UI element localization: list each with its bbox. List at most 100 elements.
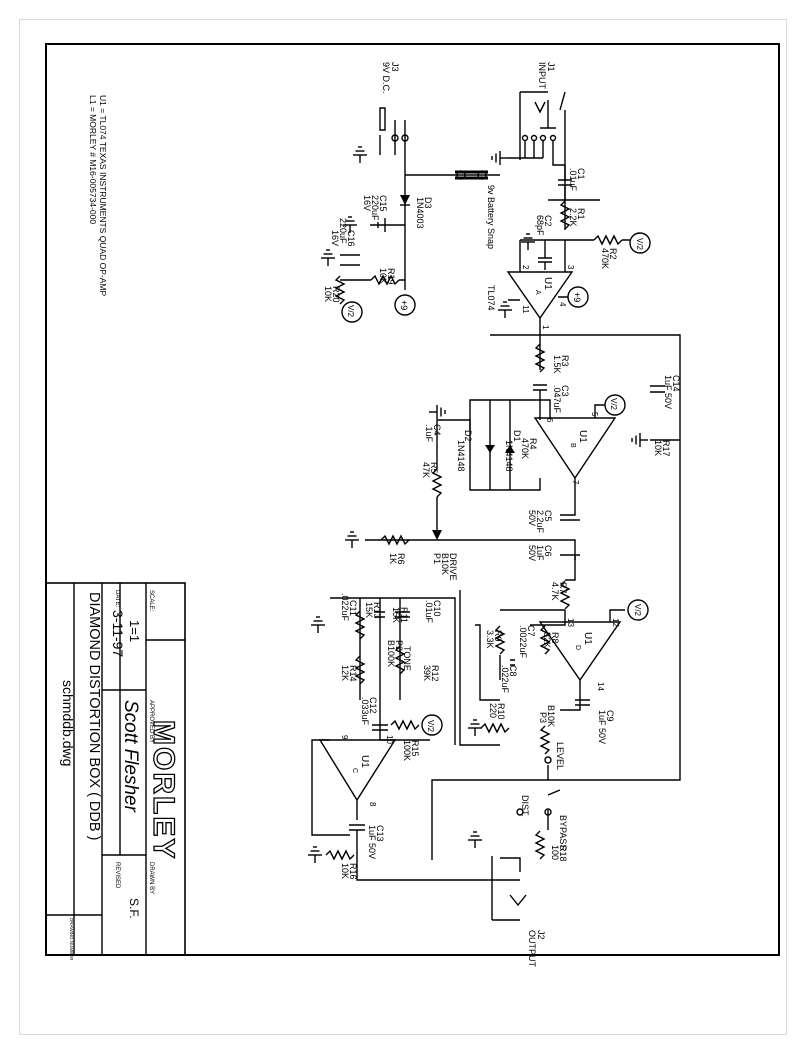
d2-ref: D2: [463, 430, 473, 442]
c16-ref: C16: [346, 230, 356, 247]
c4-ref: C4: [432, 424, 442, 436]
date-label: DATE:: [114, 590, 120, 608]
r3-val: 1.5K: [552, 355, 562, 374]
u1b-pin5: 5: [590, 412, 599, 417]
c15-ref: C15: [378, 195, 388, 212]
p3-name: LEVEL: [555, 742, 565, 770]
r10-val: 220: [488, 703, 498, 718]
half-label-4: V/2: [633, 604, 642, 617]
r9-ref: R9: [493, 630, 503, 642]
u1c-pin9: 9: [340, 735, 349, 740]
r16-val: 10K: [340, 863, 350, 879]
u1d-pin12: 12: [611, 618, 620, 627]
half-label-2: V/2: [346, 305, 355, 318]
c12-val: .033uF: [360, 697, 370, 726]
r7-val: 4.7K: [550, 582, 560, 601]
c7-val: .0022uF: [518, 625, 528, 659]
r8-ref: R8: [550, 632, 560, 644]
c2-ref: C2: [543, 215, 553, 227]
p1-val: B10K: [440, 553, 450, 575]
drawing-title: DIAMOND DISTORTION BOX ( DDB ): [86, 592, 102, 840]
r4-val: 470K: [520, 438, 530, 459]
plus9-label-2: +9: [572, 292, 582, 302]
r1-ref: R1: [576, 208, 586, 220]
u1a-name: U1: [542, 277, 553, 290]
wires: [307, 91, 681, 921]
approved-signature: Scott Flesher: [120, 700, 141, 813]
p2-ref: P2: [394, 640, 404, 651]
dist-label: DIST.: [520, 795, 530, 817]
page-outline: [19, 19, 787, 1035]
p3-val: B10K: [546, 705, 556, 727]
u1c-name: U1: [359, 755, 370, 768]
c15-rating: 16V: [362, 195, 372, 211]
j1-name: INPUT: [537, 62, 547, 90]
component-labels: J3 9V D.C. J1 INPUT C1 .01uF R1 2.2K C2 …: [323, 62, 681, 968]
u1b-sub: B: [569, 443, 576, 448]
drawing-number-label: DRAWING NUMBER: [69, 918, 74, 961]
c13-val: 1uF 50V: [367, 825, 377, 859]
r17-ref: R17: [661, 440, 671, 457]
c16-rating: 16V: [330, 230, 340, 246]
half-supply-marker: [629, 232, 651, 254]
d3-val: 1N4003: [415, 197, 425, 229]
notes: U1 = TL074 TEXAS INSTRUMENTS QUAD OP-AMP…: [88, 95, 108, 296]
r19-val: 10K: [378, 268, 388, 284]
r12-ref: R12: [430, 665, 440, 682]
c2-val: 68pF: [535, 215, 545, 236]
date-value: 3-11-97: [110, 610, 126, 657]
r20-val: 10K: [323, 286, 333, 302]
c3-val: .047uF: [552, 385, 562, 414]
d1-ref: D1: [512, 430, 522, 442]
u1d-sub: D: [574, 645, 581, 650]
c6-val: 1uF: [535, 545, 545, 561]
c6-ref: C6: [543, 545, 553, 557]
bypass-label: BYPASS: [558, 815, 568, 850]
r6-ref: R6: [396, 553, 406, 565]
c3-ref: C3: [560, 385, 570, 397]
r15-val: 100K: [402, 740, 412, 761]
c13-ref: C13: [375, 825, 385, 842]
drawn-value: S.F.: [127, 898, 141, 919]
r18-val: 100: [550, 845, 560, 860]
c16-val: 220uF: [338, 218, 348, 244]
r13-ref: R13: [372, 602, 382, 619]
sheet-border: [45, 43, 780, 956]
u1a-pin3: 3: [566, 265, 575, 270]
r5-val: 47K: [421, 462, 431, 478]
r11-val: 15K: [391, 607, 401, 623]
c12-ref: C12: [368, 697, 378, 714]
r18-ref: R18: [558, 845, 568, 862]
half-label-3: V/2: [609, 398, 618, 411]
c9-val: 1uF 50V: [597, 710, 607, 744]
r19-ref: R19: [386, 268, 396, 285]
r6-val: 1K: [388, 553, 398, 564]
c8-val: .022uF: [500, 665, 510, 694]
half-label-1: V/2: [635, 238, 644, 251]
drawing-filename: schmddb.dwg: [60, 680, 76, 766]
pin4: 4: [558, 302, 567, 307]
pin11: 11: [521, 305, 530, 314]
d3-ref: D3: [423, 197, 433, 209]
r9-val: 3.3K: [485, 630, 495, 649]
c15-val: 220uF: [370, 195, 380, 221]
r10-ref: R10: [496, 703, 506, 720]
c6-rating: 50V: [527, 545, 537, 561]
j2-ref: J2: [536, 930, 546, 940]
p2-name: TONE: [402, 646, 412, 671]
c10-ref: C10: [432, 600, 442, 617]
c1-val: .01uF: [568, 168, 578, 192]
r14-val: 12K: [340, 665, 350, 681]
scale-label: SCALE:: [148, 590, 154, 612]
drawn-label: DRAWN BY: [148, 862, 154, 894]
j3-name: 9V D.C.: [381, 62, 391, 94]
plus9-label-1: +9: [399, 300, 409, 310]
r5-ref: R5: [429, 462, 439, 474]
j1-ref: J1: [546, 62, 556, 72]
u1d-pin13: 13: [566, 618, 575, 627]
half-label-5: V/2: [426, 720, 435, 733]
c5-val: 2.2uF: [535, 510, 545, 534]
p2-val: B100K: [386, 640, 396, 667]
j2-name: OUTPUT: [527, 930, 537, 968]
